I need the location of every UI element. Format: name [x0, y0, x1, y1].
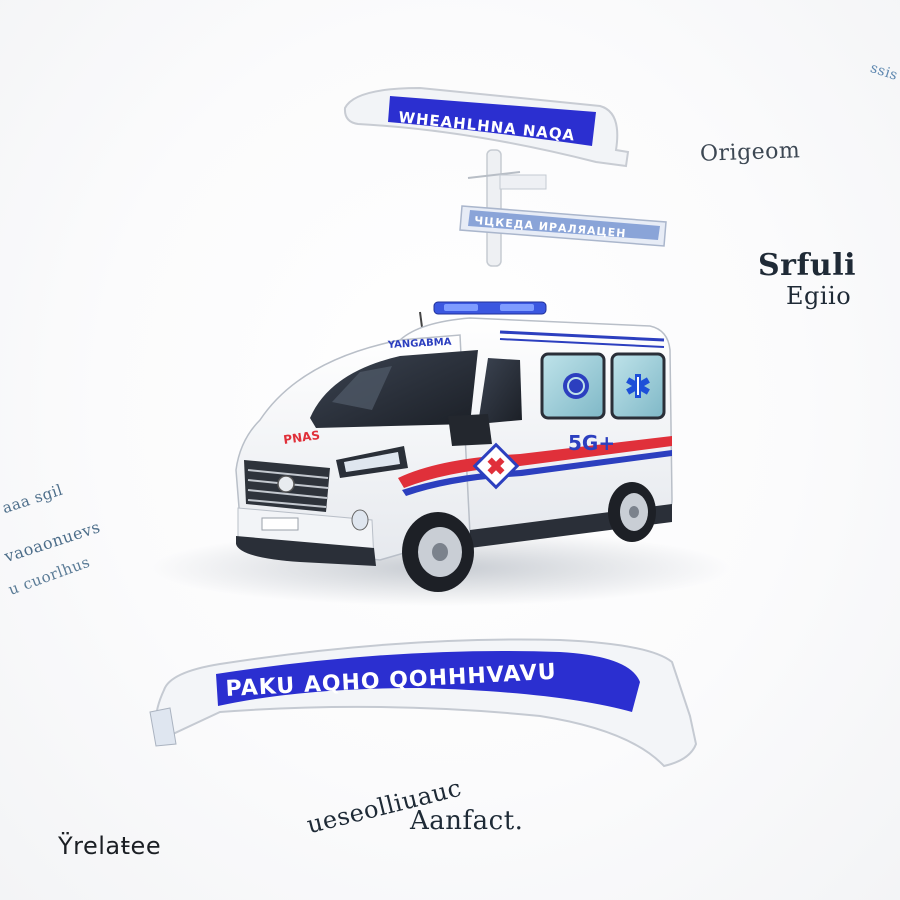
bottom-sign: PAKU AQHO QOHHHVAVU	[149, 638, 698, 768]
top-sign: WHEAHLHNA NAQA ЧЦКЕДА ИРАЛЯАЦЕН	[343, 86, 667, 267]
floating-text-right-2: Egiio	[786, 282, 852, 310]
floating-text-origin: Origeom	[699, 138, 801, 167]
rear-wheel	[608, 482, 656, 542]
floating-text-right-1: Srfuli	[758, 248, 856, 283]
van-model-text: YANGABMA	[387, 337, 452, 351]
van-side-label: 5G+	[568, 431, 615, 455]
front-wheel	[402, 512, 474, 592]
van-hood-text: PNAS	[282, 428, 320, 447]
ambulance-van: YANGABMA 5G+ PNAS	[235, 301, 673, 592]
star-of-life-icon	[626, 374, 650, 398]
emblem-icon	[563, 373, 589, 399]
floating-text-bottom-left: Ÿrelaŧee	[58, 832, 162, 860]
red-cross-diamond-icon	[472, 442, 520, 490]
floating-text-bottom-center-2: Aanfact.	[410, 806, 524, 836]
brand-logo-icon	[277, 475, 295, 493]
